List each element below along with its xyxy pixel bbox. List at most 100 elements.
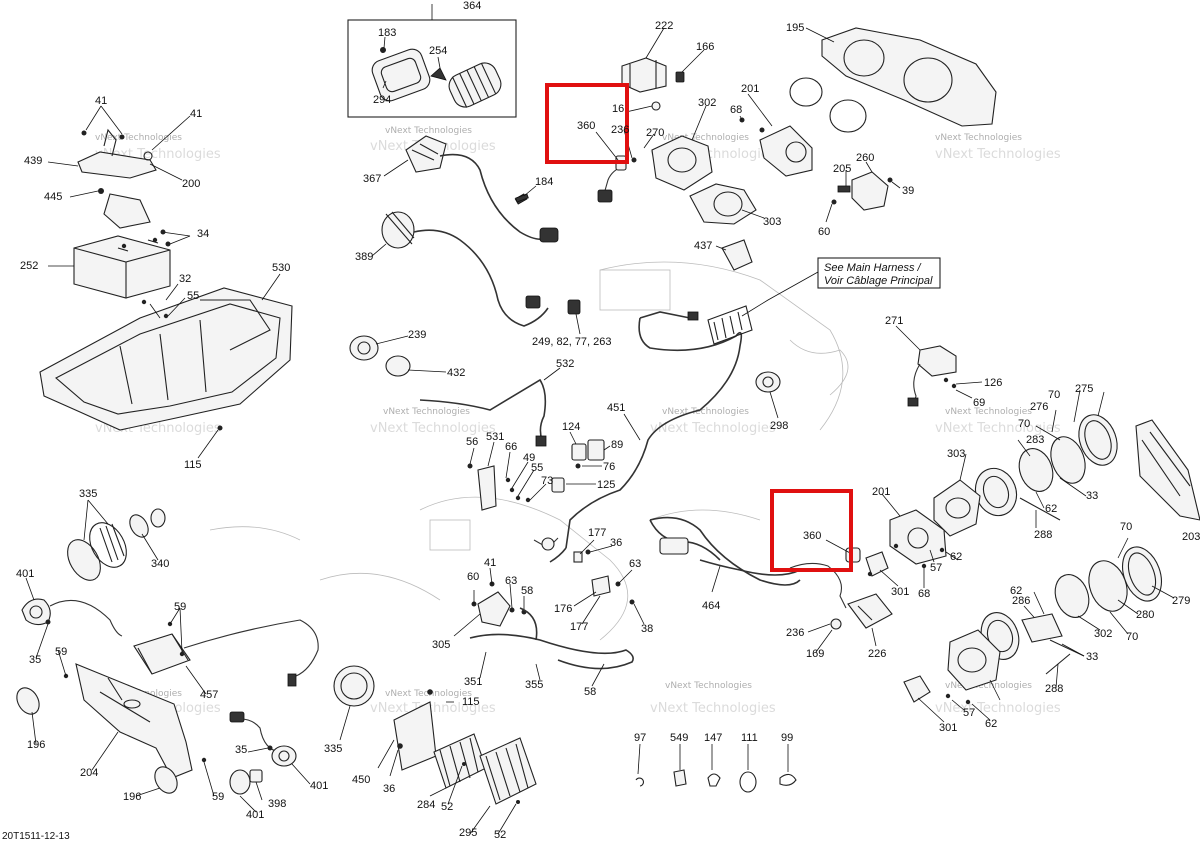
watermark: vNext Technologies (935, 147, 1061, 162)
watermark: vNext Technologies (662, 133, 749, 143)
part-label: 204 (80, 767, 98, 779)
part-label: 464 (702, 600, 720, 612)
part-label: 41 (95, 95, 107, 107)
part-label: 432 (447, 367, 465, 379)
part-label: 41 (484, 557, 496, 569)
part-label: 35 (235, 744, 247, 756)
part-label: 205 (833, 163, 851, 175)
part-label: 200 (182, 178, 200, 190)
part-label: 401 (16, 568, 34, 580)
part-label: 176 (554, 603, 572, 615)
part-label: 196 (123, 791, 141, 803)
part-label: 70 (1126, 631, 1138, 643)
part-label: 70 (1048, 389, 1060, 401)
part-label: 355 (525, 679, 543, 691)
part-label: 401 (310, 780, 328, 792)
part-label: 239 (408, 329, 426, 341)
part-label: 63 (629, 558, 641, 570)
part-label: 301 (939, 722, 957, 734)
part-label: 201 (741, 83, 759, 95)
part-label: 457 (200, 689, 218, 701)
part-label: 97 (634, 732, 646, 744)
part-label: 62 (1045, 503, 1057, 515)
part-label: 288 (1045, 683, 1063, 695)
watermark: vNext Technologies (370, 421, 496, 436)
diagram-id: 20T1511-12-13 (2, 831, 70, 842)
part-label: 57 (963, 707, 975, 719)
part-label: 99 (781, 732, 793, 744)
part-label: 68 (730, 104, 742, 116)
part-label: 70 (1120, 521, 1132, 533)
part-label: 57 (930, 562, 942, 574)
ghost-frame (209, 261, 849, 641)
part-label: 58 (521, 585, 533, 597)
part-label: 367 (363, 173, 381, 185)
part-label: 39 (902, 185, 914, 197)
part-label: 439 (24, 155, 42, 167)
part-label: 34 (197, 228, 209, 240)
part-label: 59 (174, 601, 186, 613)
part-label: 59 (212, 791, 224, 803)
part-label: 169 (806, 648, 824, 660)
part-label: 126 (984, 377, 1002, 389)
part-label: 55 (531, 462, 543, 474)
part-label: 115 (462, 696, 480, 708)
part-label: 445 (44, 191, 62, 203)
highlight-box-top (545, 83, 629, 164)
part-label: 69 (973, 397, 985, 409)
part-label: 62 (1010, 585, 1022, 597)
part-label: 389 (355, 251, 373, 263)
part-label: 398 (268, 798, 286, 810)
highlight-box-bottom (770, 489, 853, 572)
part-label: 32 (179, 273, 191, 285)
part-label: 271 (885, 315, 903, 327)
part-label: 147 (704, 732, 722, 744)
watermark: vNext Technologies (370, 701, 496, 716)
part-label: 283 (1026, 434, 1044, 446)
part-label: 451 (607, 402, 625, 414)
part-label: 183 (378, 27, 396, 39)
watermark: vNext Technologies (662, 407, 749, 417)
part-label: 125 (597, 479, 615, 491)
part-label: 66 (505, 441, 517, 453)
part-label: 364 (463, 0, 481, 12)
part-label: 35 (29, 654, 41, 666)
part-label: 36 (383, 783, 395, 795)
part-group-clips (635, 743, 797, 793)
part-label: 111 (741, 732, 758, 744)
watermark: vNext Technologies (650, 421, 776, 436)
watermark: vNext Technologies (935, 421, 1061, 436)
part-label: 303 (763, 216, 781, 228)
watermark: vNext Technologies (665, 681, 752, 691)
part-label: 236 (786, 627, 804, 639)
part-label: 302 (1094, 628, 1112, 640)
part-label: 59 (55, 646, 67, 658)
part-label: 184 (535, 176, 553, 188)
watermark: vNext Technologies (945, 407, 1032, 417)
part-label: 295 (459, 827, 477, 839)
part-label: 286 (1012, 595, 1030, 607)
part-label: 52 (441, 801, 453, 813)
watermark: vNext Technologies (95, 133, 182, 143)
watermark: vNext Technologies (383, 407, 470, 417)
watermark: vNext Technologies (650, 701, 776, 716)
part-label: 62 (950, 551, 962, 563)
part-label: 60 (467, 571, 479, 583)
part-group-305 (453, 567, 634, 687)
part-label: 401 (246, 809, 264, 821)
part-label: 236 (611, 124, 629, 136)
part-label: 437 (694, 240, 712, 252)
watermark: vNext Technologies (935, 701, 1061, 716)
part-group-plate-bracket (16, 577, 319, 797)
part-label: 351 (464, 676, 482, 688)
part-label: 76 (603, 461, 615, 473)
part-label: 360 (803, 530, 821, 542)
part-label: 284 (417, 799, 435, 811)
part-labels: 364 183 254 294 222 166 195 41 41 439 20… (16, 0, 1200, 841)
part-group-lamp-401 (229, 665, 375, 813)
part-group-battery (39, 105, 293, 459)
part-label: 450 (352, 774, 370, 786)
part-label: 530 (272, 262, 290, 274)
watermark: vNext Technologies (945, 681, 1032, 691)
note-line-1: See Main Harness / (824, 262, 922, 274)
